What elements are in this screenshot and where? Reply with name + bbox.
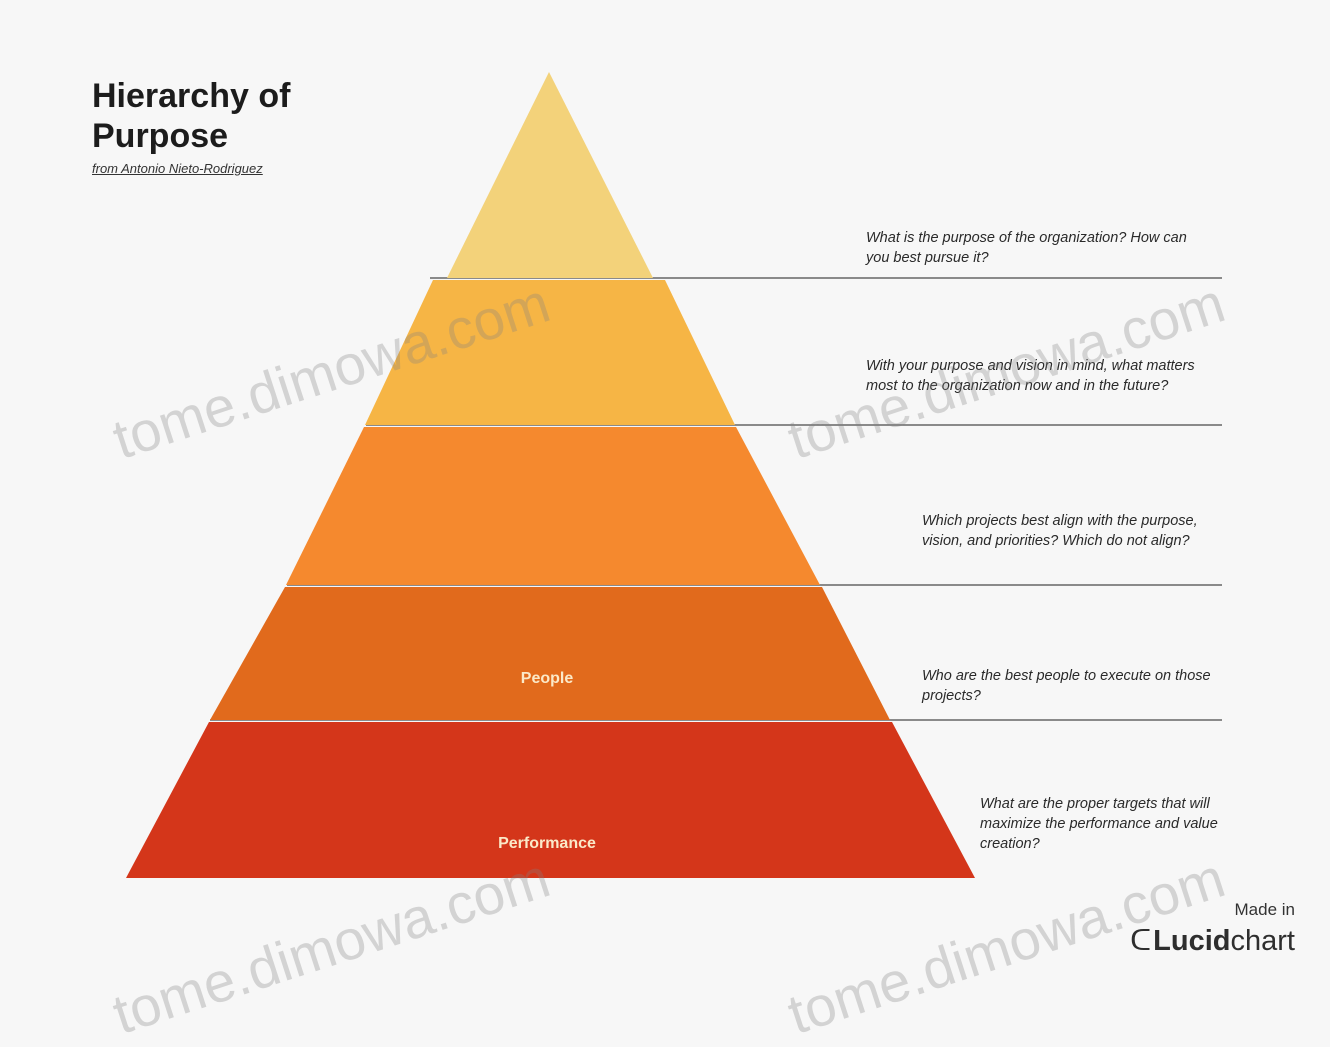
pyramid-layer-4 bbox=[210, 587, 890, 720]
lucidchart-c-icon: ᑕ bbox=[1130, 925, 1152, 957]
logo-text-bold: Lucid bbox=[1153, 925, 1231, 957]
question-4: Who are the best people to execute on th… bbox=[922, 668, 1211, 704]
pyramid-diagram: People Performance bbox=[126, 72, 1222, 878]
diagram-subtitle: from Antonio Nieto-Rodriguez bbox=[92, 161, 263, 176]
made-in-lucidchart-badge: Made in ᑕLucidchart bbox=[1110, 900, 1295, 958]
lucidchart-logo: ᑕLucidchart bbox=[1110, 924, 1295, 958]
question-1: What is the purpose of the organization?… bbox=[866, 230, 1187, 266]
logo-text-regular: chart bbox=[1230, 925, 1295, 957]
pyramid-layers bbox=[126, 72, 975, 878]
question-5: What are the proper targets that will ma… bbox=[980, 796, 1218, 852]
layer-label-5: Performance bbox=[498, 835, 596, 852]
pyramid-layer-2 bbox=[365, 280, 735, 425]
question-3: Which projects best align with the purpo… bbox=[922, 513, 1198, 549]
made-in-label: Made in bbox=[1234, 900, 1295, 919]
pyramid-layer-3 bbox=[286, 427, 820, 585]
diagram-title: Hierarchy of Purpose bbox=[92, 77, 291, 155]
pyramid-layer-5 bbox=[126, 722, 975, 878]
layer-label-4: People bbox=[521, 670, 574, 687]
question-2: With your purpose and vision in mind, wh… bbox=[866, 358, 1195, 394]
pyramid-layer-1 bbox=[447, 72, 653, 278]
